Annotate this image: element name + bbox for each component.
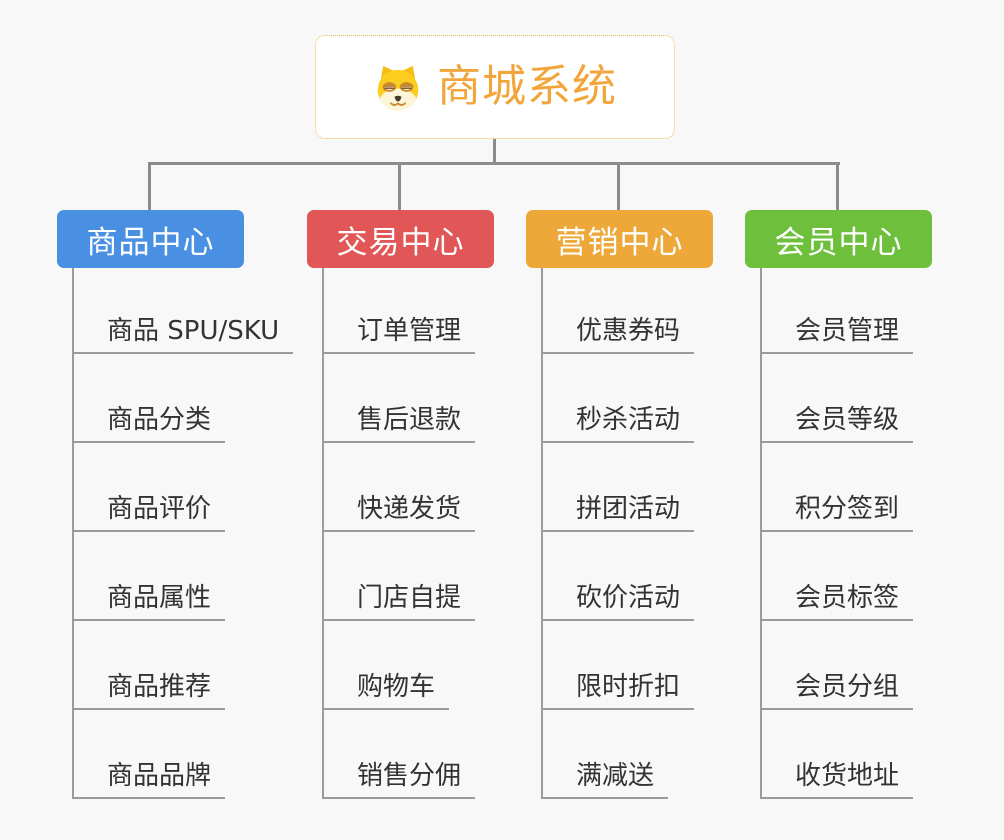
- connector-drop-product: [148, 162, 151, 210]
- leaf-row: 商品分类: [74, 354, 293, 443]
- leaf-list-trade-center: 订单管理 售后退款 快递发货 门店自提 购物车 销售分佣: [322, 268, 476, 799]
- leaf-node[interactable]: 商品品牌: [74, 761, 226, 799]
- root-title: 商城系统: [437, 61, 617, 112]
- connector-branch-bar: [148, 162, 840, 165]
- leaf-row: 收货地址: [762, 710, 914, 799]
- connector-drop-trade: [398, 162, 401, 210]
- leaf-row: 会员等级: [762, 354, 914, 443]
- leaf-node[interactable]: 秒杀活动: [543, 405, 695, 443]
- leaf-row: 会员分组: [762, 621, 914, 710]
- leaf-row: 优惠券码: [543, 268, 695, 354]
- leaf-node[interactable]: 积分签到: [762, 494, 914, 532]
- leaf-node[interactable]: 门店自提: [324, 583, 476, 621]
- connector-root-stem: [493, 139, 496, 165]
- leaf-row: 会员标签: [762, 532, 914, 621]
- leaf-row: 订单管理: [324, 268, 476, 354]
- leaf-node[interactable]: 销售分佣: [324, 761, 476, 799]
- leaf-node[interactable]: 会员等级: [762, 405, 914, 443]
- leaf-row: 门店自提: [324, 532, 476, 621]
- connector-drop-member: [836, 162, 839, 210]
- leaf-row: 商品品牌: [74, 710, 293, 799]
- leaf-node[interactable]: 购物车: [324, 672, 450, 710]
- leaf-row: 商品推荐: [74, 621, 293, 710]
- root-node[interactable]: 商城系统: [315, 35, 675, 139]
- leaf-node[interactable]: 会员标签: [762, 583, 914, 621]
- leaf-node[interactable]: 商品 SPU/SKU: [74, 316, 294, 354]
- leaf-list-product-center: 商品 SPU/SKU 商品分类 商品评价 商品属性 商品推荐 商品品牌: [72, 268, 294, 799]
- leaf-row: 商品 SPU/SKU: [74, 268, 294, 354]
- leaf-node[interactable]: 订单管理: [324, 316, 476, 354]
- shiba-dog-icon: [373, 62, 423, 112]
- leaf-row: 购物车: [324, 621, 475, 710]
- leaf-row: 拼团活动: [543, 443, 695, 532]
- leaf-row: 限时折扣: [543, 621, 695, 710]
- leaf-row: 秒杀活动: [543, 354, 695, 443]
- leaf-node[interactable]: 收货地址: [762, 761, 914, 799]
- leaf-row: 销售分佣: [324, 710, 476, 799]
- leaf-row: 售后退款: [324, 354, 476, 443]
- leaf-node[interactable]: 砍价活动: [543, 583, 695, 621]
- leaf-row: 快递发货: [324, 443, 476, 532]
- branch-node-product-center[interactable]: 商品中心: [57, 210, 244, 268]
- leaf-node[interactable]: 会员分组: [762, 672, 914, 710]
- leaf-node[interactable]: 商品分类: [74, 405, 226, 443]
- leaf-node[interactable]: 限时折扣: [543, 672, 695, 710]
- leaf-list-marketing-center: 优惠券码 秒杀活动 拼团活动 砍价活动 限时折扣 满减送: [541, 268, 695, 799]
- connector-drop-marketing: [617, 162, 620, 210]
- leaf-node[interactable]: 优惠券码: [543, 316, 695, 354]
- leaf-node[interactable]: 售后退款: [324, 405, 476, 443]
- leaf-row: 砍价活动: [543, 532, 695, 621]
- branch-node-marketing-center[interactable]: 营销中心: [526, 210, 713, 268]
- leaf-row: 积分签到: [762, 443, 914, 532]
- leaf-node[interactable]: 商品评价: [74, 494, 226, 532]
- leaf-node[interactable]: 快递发货: [324, 494, 476, 532]
- leaf-row: 商品评价: [74, 443, 293, 532]
- leaf-row: 商品属性: [74, 532, 293, 621]
- branch-node-trade-center[interactable]: 交易中心: [307, 210, 494, 268]
- leaf-row: 满减送: [543, 710, 694, 799]
- leaf-node[interactable]: 满减送: [543, 761, 669, 799]
- leaf-node[interactable]: 商品属性: [74, 583, 226, 621]
- leaf-list-member-center: 会员管理 会员等级 积分签到 会员标签 会员分组 收货地址: [760, 268, 914, 799]
- branch-node-member-center[interactable]: 会员中心: [745, 210, 932, 268]
- leaf-node[interactable]: 商品推荐: [74, 672, 226, 710]
- leaf-row: 会员管理: [762, 268, 914, 354]
- leaf-node[interactable]: 会员管理: [762, 316, 914, 354]
- leaf-node[interactable]: 拼团活动: [543, 494, 695, 532]
